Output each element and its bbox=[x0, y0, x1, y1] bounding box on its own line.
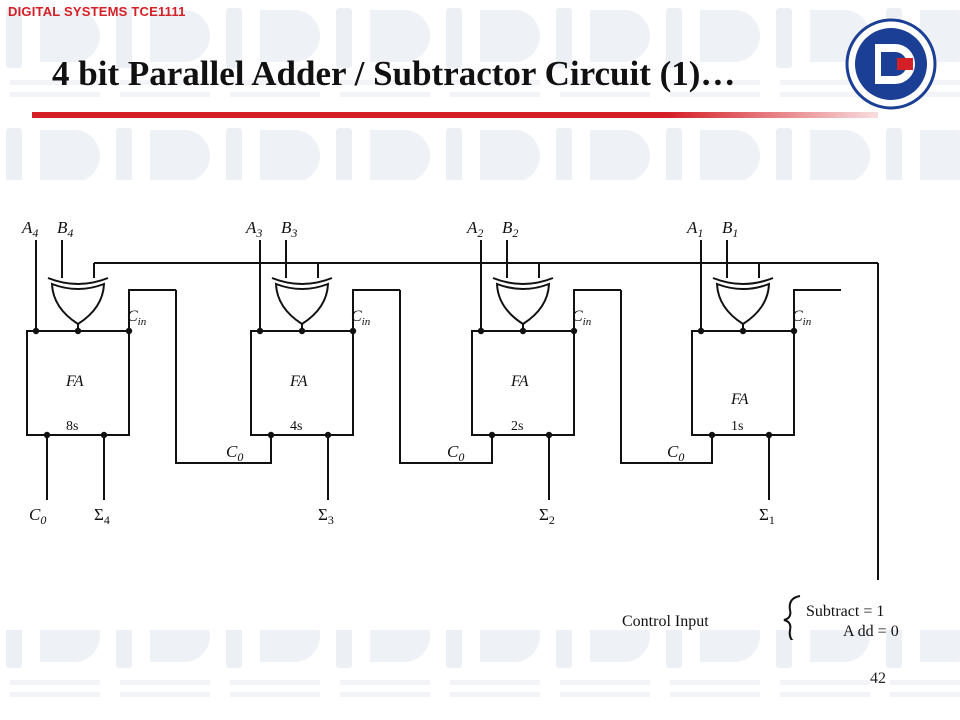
input-b-label: B2 bbox=[502, 218, 518, 240]
input-a-label: A2 bbox=[466, 218, 483, 240]
xor-gate-input-arc bbox=[47, 277, 109, 285]
xor-gate bbox=[715, 282, 771, 326]
junction-dot bbox=[298, 327, 306, 335]
control-add-label: A dd = 0 bbox=[843, 623, 899, 640]
full-adder-label: FA bbox=[730, 391, 749, 408]
xor-gate-input-arc bbox=[271, 277, 333, 285]
xor-gate bbox=[274, 282, 330, 326]
input-b-label: B4 bbox=[57, 218, 73, 240]
carry-in-wire bbox=[128, 289, 176, 331]
bit-weight-label: 2s bbox=[511, 419, 523, 434]
carry-in-wire bbox=[573, 289, 621, 331]
junction-dot bbox=[100, 431, 108, 439]
control-subtract-label: Subtract = 1 bbox=[806, 603, 884, 620]
junction-dot bbox=[739, 327, 747, 335]
xor-gate bbox=[50, 282, 106, 326]
junction-dot bbox=[32, 327, 40, 335]
xor-gate bbox=[495, 282, 551, 326]
course-label: DIGITAL SYSTEMS TCE1111 bbox=[8, 4, 186, 19]
sum-output-label: Σ3 bbox=[318, 505, 334, 527]
junction-dot bbox=[324, 431, 332, 439]
sum-output-label: Σ4 bbox=[94, 505, 110, 527]
full-adder-label: FA bbox=[289, 373, 308, 390]
junction-dot bbox=[256, 327, 264, 335]
junction-dot bbox=[545, 431, 553, 439]
carry-in-wire bbox=[793, 289, 841, 331]
bit-weight-label: 8s bbox=[66, 419, 78, 434]
input-a-label: A4 bbox=[21, 218, 38, 240]
junction-dot bbox=[697, 327, 705, 335]
stage-3: FA 2s bbox=[471, 240, 621, 500]
control-input-label: Control Input bbox=[622, 613, 709, 630]
title-underline bbox=[32, 112, 878, 118]
carry-link-label: C0 bbox=[447, 442, 464, 464]
input-b-label: B1 bbox=[722, 218, 738, 240]
carry-link-wire bbox=[175, 290, 272, 464]
junction-dot bbox=[790, 327, 798, 335]
junction-dot bbox=[477, 327, 485, 335]
carry-in-label: Cin bbox=[572, 308, 592, 328]
junction-dot bbox=[765, 431, 773, 439]
input-a-label: A3 bbox=[245, 218, 262, 240]
sum-output-label: Σ2 bbox=[539, 505, 555, 527]
full-adder-label: FA bbox=[510, 373, 529, 390]
carry-out-label: C0 bbox=[29, 505, 46, 527]
input-a-label: A1 bbox=[686, 218, 703, 240]
bit-weight-label: 4s bbox=[290, 419, 302, 434]
university-logo bbox=[845, 18, 937, 110]
junction-dot bbox=[74, 327, 82, 335]
junction-dot bbox=[349, 327, 357, 335]
carry-in-wire bbox=[352, 289, 400, 331]
bit-weight-label: 1s bbox=[731, 419, 743, 434]
stage-1: FA 8s bbox=[26, 240, 176, 500]
page-number: 42 bbox=[870, 670, 886, 687]
stage-2: FA 4s bbox=[250, 240, 400, 500]
carry-link-label: C0 bbox=[667, 442, 684, 464]
xor-gate-input-arc bbox=[712, 277, 774, 285]
input-b-label: B3 bbox=[281, 218, 297, 240]
junction-dot bbox=[570, 327, 578, 335]
carry-link-wire bbox=[399, 290, 493, 464]
carry-in-label: Cin bbox=[127, 308, 147, 328]
sum-output-label: Σ1 bbox=[759, 505, 775, 527]
carry-in-label: Cin bbox=[351, 308, 371, 328]
carry-in-label: Cin bbox=[792, 308, 812, 328]
full-adder-label: FA bbox=[65, 373, 84, 390]
junction-dot bbox=[519, 327, 527, 335]
carry-link-label: C0 bbox=[226, 442, 243, 464]
xor-gate-input-arc bbox=[492, 277, 554, 285]
carry-link-wire bbox=[620, 290, 713, 464]
slide-title: 4 bit Parallel Adder / Subtractor Circui… bbox=[52, 54, 736, 93]
junction-dot bbox=[125, 327, 133, 335]
stage-4: FA 1s bbox=[691, 240, 841, 500]
control-brace bbox=[783, 595, 801, 640]
